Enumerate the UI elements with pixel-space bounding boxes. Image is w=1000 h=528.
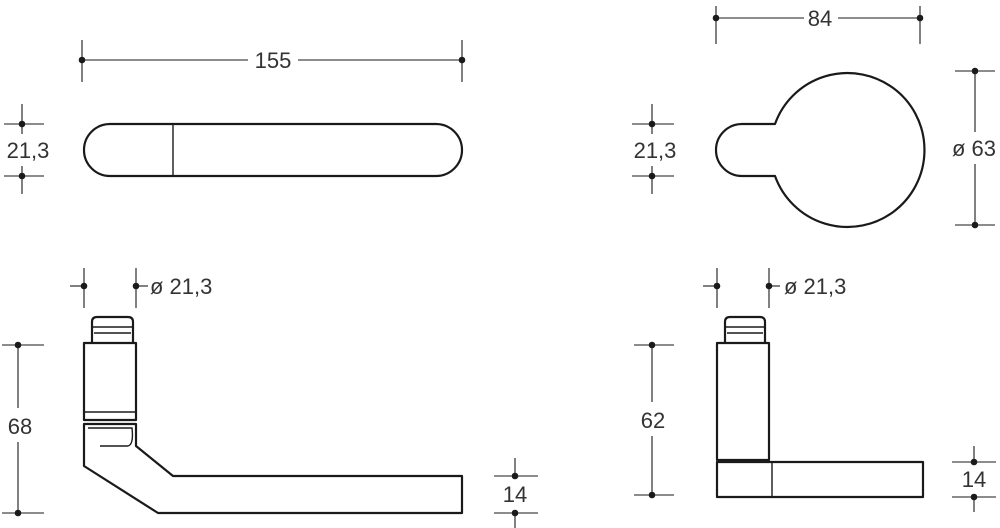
knob-side-view xyxy=(715,315,925,499)
rose-width-label: 84 xyxy=(808,6,832,31)
lever-top-outline xyxy=(82,122,464,178)
handle-height-right-label: 21,3 xyxy=(634,138,677,163)
lever-arm xyxy=(82,422,464,515)
dimension-thickness-left: 14 xyxy=(494,458,538,528)
dimension-handle-height-right: 21,3 xyxy=(632,104,676,194)
thickness-left-label: 14 xyxy=(503,482,527,507)
knob-base xyxy=(715,460,925,499)
neck-diameter-right-label: ø 21,3 xyxy=(784,274,846,299)
dimension-neck-diameter-right: ø 21,3 xyxy=(703,268,846,308)
neck-diameter-left-label: ø 21,3 xyxy=(150,274,212,299)
rose-diameter-label: ø 63 xyxy=(952,136,996,161)
lever-length-label: 155 xyxy=(255,48,292,73)
thickness-right-label: 14 xyxy=(962,467,986,492)
knob-spindle-cap xyxy=(723,315,767,344)
lever-top-view xyxy=(82,122,464,178)
knob-rose-outline xyxy=(714,71,926,229)
dimension-rose-diameter: ø 63 xyxy=(952,67,996,229)
lever-neck xyxy=(82,341,138,422)
lever-spindle-cap xyxy=(90,315,135,344)
dimension-rose-width: 84 xyxy=(712,6,924,44)
dimension-thickness-right: 14 xyxy=(952,446,996,512)
dimension-handle-height-left: 21,3 xyxy=(4,104,49,194)
height-left-label: 68 xyxy=(8,414,32,439)
dimension-height-left: 68 xyxy=(2,341,44,517)
lever-side-view xyxy=(82,315,464,515)
height-right-label: 62 xyxy=(641,408,665,433)
handle-height-left-label: 21,3 xyxy=(7,138,50,163)
dimension-lever-length: 155 xyxy=(78,40,466,82)
knob-neck xyxy=(715,341,771,462)
knob-top-view xyxy=(714,71,926,229)
dimension-height-right: 62 xyxy=(634,341,674,499)
dimension-neck-diameter-left: ø 21,3 xyxy=(70,268,212,308)
